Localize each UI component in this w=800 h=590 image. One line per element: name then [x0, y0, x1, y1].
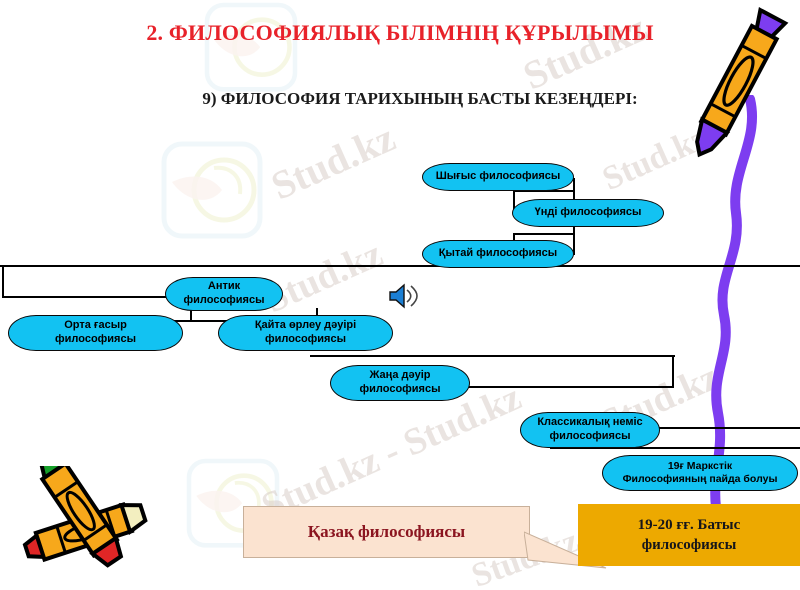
connector-german-top: [655, 427, 800, 430]
bracket-left-vertical: [2, 265, 5, 298]
node-india-philosophy[interactable]: Үнді философиясы: [512, 199, 664, 227]
watermark-text: Stud.kz: [258, 232, 389, 322]
node-label-line1: 19ғ Маркстік: [667, 459, 733, 472]
node-label: Қытай философиясы: [438, 247, 558, 260]
orange-label-line2: философиясы: [641, 537, 737, 553]
connector-antique-down: [190, 308, 193, 322]
node-label-line2: философиясы: [183, 294, 265, 306]
crossed-crayons-icon: [22, 466, 148, 568]
speaker-icon[interactable]: [388, 281, 422, 311]
bracket-newage-bottom: [462, 386, 674, 389]
node-label-line1: Қайта өрлеу дәуірі: [254, 319, 357, 332]
node-label-line1: Орта ғасыр: [64, 319, 127, 332]
bracket-renaissance-right: [672, 355, 675, 388]
connector-east-india: [513, 190, 516, 212]
node-middleage-philosophy[interactable]: Орта ғасыр философиясы: [8, 315, 183, 351]
node-renaissance-philosophy[interactable]: Қайта өрлеу дәуірі философиясы: [218, 315, 393, 351]
node-label-line2: философиясы: [359, 383, 441, 395]
bracket-left-horizontal: [2, 296, 190, 299]
node-label-line1: Антик: [207, 280, 241, 293]
node-german-classical-philosophy[interactable]: Классикалық неміс философиясы: [520, 412, 660, 448]
node-china-philosophy[interactable]: Қытай философиясы: [422, 240, 574, 268]
node-label-line1: Жаңа дәуір: [369, 369, 431, 382]
bracket-renaissance-top: [310, 355, 675, 358]
node-antique-philosophy[interactable]: Антик философиясы: [165, 277, 283, 311]
node-label-line2: философиясы: [265, 333, 346, 345]
orange-label-line1: 19-20 ғғ. Батыс: [637, 516, 741, 533]
main-divider-line: [0, 265, 800, 268]
node-label: Шығыс философиясы: [435, 170, 561, 183]
callout-label: Қазақ философиясы: [307, 522, 466, 541]
node-label-line2: философиясы: [55, 333, 136, 345]
purple-wave-stroke: [710, 95, 758, 525]
node-newage-philosophy[interactable]: Жаңа дәуір философиясы: [330, 365, 470, 401]
node-label-line2: Философияның пайда болуы: [622, 473, 778, 485]
orange-box-label: 19-20 ғғ. Батыс философиясы: [638, 515, 741, 556]
node-east-philosophy[interactable]: Шығыс философиясы: [422, 163, 574, 191]
page-subtitle: 9) ФИЛОСОФИЯ ТАРИХЫНЫҢ БАСТЫ КЕЗЕҢДЕРІ:: [202, 89, 638, 108]
node-marxist-philosophy[interactable]: 19ғ Маркстік Философияның пайда болуы: [602, 455, 798, 491]
connector-east-india: [513, 190, 575, 193]
kazakh-philosophy-callout[interactable]: Қазақ философиясы: [243, 506, 530, 558]
watermark-text: Stud.kz: [264, 114, 402, 209]
connector-german-bottom: [550, 447, 800, 450]
node-label-line2: философиясы: [549, 430, 631, 442]
page-title: 2. ФИЛОСОФИЯЛЫҚ БІЛІМНІҢ ҚҰРЫЛЫМЫ: [146, 20, 654, 45]
node-label-line1: Классикалық неміс: [537, 416, 643, 429]
connector-india-china: [573, 221, 576, 255]
connector-india-china: [513, 233, 575, 236]
crayon-icon: [695, 7, 789, 158]
stud-logo-watermark: [161, 141, 263, 239]
western-philosophy-box[interactable]: 19-20 ғғ. Батыс философиясы: [578, 504, 800, 566]
watermark-text: Stud.kz: [516, 4, 654, 99]
connector-east-india: [573, 178, 576, 212]
node-label: Үнді философиясы: [534, 206, 642, 219]
